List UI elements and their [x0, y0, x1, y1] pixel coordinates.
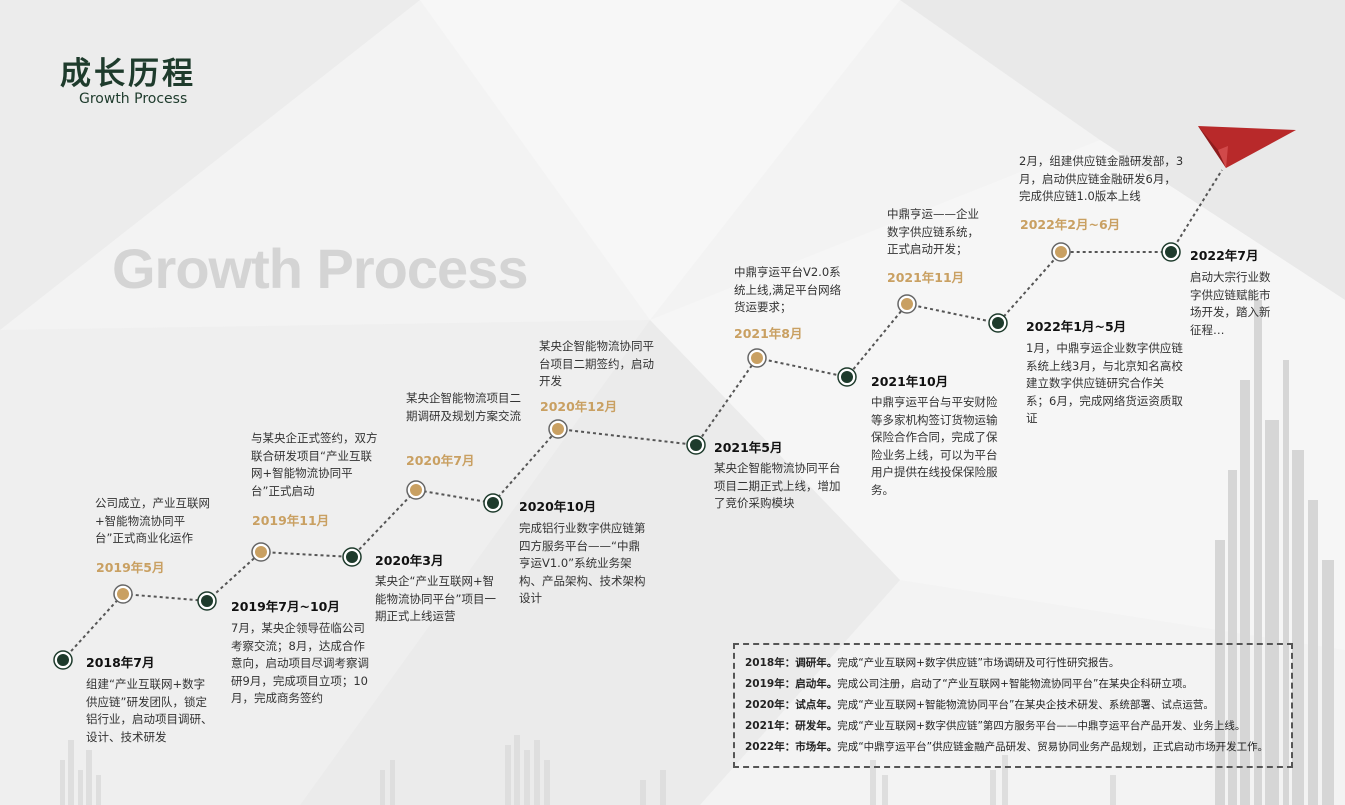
milestone-date: 2020年7月	[406, 453, 475, 468]
milestone-date: 2021年11月	[887, 270, 965, 285]
milestone-node	[837, 367, 857, 387]
summary-text: 完成“产业互联网+数字供应链”市场调研及可行性研究报告。	[837, 657, 1120, 669]
milestone-date: 2022年1月~5月	[1026, 319, 1127, 334]
page-title: 成长历程	[60, 56, 196, 92]
milestone-node	[548, 419, 568, 439]
summary-year: 2022年：	[745, 741, 796, 753]
milestone-text: 启动大宗行业数字供应链赋能市场开发，踏入新征程…	[1190, 270, 1271, 337]
milestone-text: 1月，中鼎亨运企业数字供应链系统上线3月，与北京知名高校建立数字供应链研究合作关…	[1026, 341, 1183, 425]
milestone-text: 中鼎亨运平台与平安财险等多家机构签订货物运输保险合作合同，完成了保险业务上线，可…	[871, 395, 998, 497]
summary-stage: 试点年。	[795, 699, 838, 711]
summary-stage: 市场年。	[795, 741, 838, 753]
summary-text: 完成“产业互联网+数字供应链”第四方服务平台——中鼎亨运平台产品开发、业务上线。	[837, 720, 1246, 732]
milestone-date: 2019年11月	[252, 513, 330, 528]
page-subtitle: Growth Process	[79, 91, 188, 107]
summary-year: 2019年：	[745, 678, 796, 690]
summary-text: 完成“中鼎亨运平台”供应链金融产品研发、贸易协同业务产品规划，正式启动市场开发工…	[837, 741, 1269, 753]
milestone-text: 中鼎亨运平台V2.0系统上线,满足平台网络货运要求；	[734, 265, 842, 314]
milestone-text: 中鼎亨运——企业数字供应链系统，正式启动开发；	[887, 207, 979, 256]
milestone-text: 某央企智能物流协同平台项目二期正式上线，增加了竞价采购模块	[714, 461, 841, 510]
milestone-text: 7月，某央企领导莅临公司考察交流；8月，达成合作意向，启动项目尽调考察调研9月，…	[231, 621, 369, 705]
milestone-node	[988, 313, 1008, 333]
milestone-text: 2月，组建供应链金融研发部，3月，启动供应链金融研发6月，完成供应链1.0版本上…	[1019, 154, 1184, 203]
milestone-node	[113, 584, 133, 604]
milestone-date: 2021年10月	[871, 374, 949, 389]
summary-row: 2021年：研发年。完成“产业互联网+数字供应链”第四方服务平台——中鼎亨运平台…	[745, 716, 1281, 737]
watermark-text: Growth Process	[112, 237, 528, 300]
summary-row: 2022年：市场年。完成“中鼎亨运平台”供应链金融产品研发、贸易协同业务产品规划…	[745, 737, 1281, 758]
summary-year: 2020年：	[745, 699, 796, 711]
milestone-text: 与某央企正式签约，双方联合研发项目“产业互联网+智能物流协同平台”正式启动	[251, 431, 378, 498]
summary-text: 完成公司注册，启动了“产业互联网+智能物流协同平台”在某央企科研立项。	[837, 678, 1193, 690]
milestone-node	[342, 547, 362, 567]
summary-stage: 调研年。	[795, 657, 838, 669]
milestone-node	[1161, 242, 1181, 262]
milestone-text: 某央企“产业互联网+智能物流协同平台”项目一期正式上线运营	[375, 574, 496, 623]
summary-year: 2018年：	[745, 657, 796, 669]
milestone-date: 2019年7月~10月	[231, 599, 340, 614]
summary-row: 2020年：试点年。完成“产业互联网+智能物流协同平台”在某央企技术研发、系统部…	[745, 695, 1281, 716]
milestone-date: 2022年2月~6月	[1020, 217, 1121, 232]
milestone-date: 2020年3月	[375, 553, 444, 568]
arrow-trail	[1170, 169, 1223, 253]
milestone-text: 某央企智能物流项目二期调研及规划方案交流	[406, 391, 521, 423]
milestone-date: 2019年5月	[96, 560, 165, 575]
milestone-node	[53, 650, 73, 670]
milestone-node	[897, 294, 917, 314]
milestone-text: 公司成立，产业互联网+智能物流协同平台”正式商业化运作	[95, 496, 210, 545]
milestone-date: 2021年8月	[734, 326, 803, 341]
milestone-text: 完成铝行业数字供应链第四方服务平台——“中鼎亨运V1.0”系统业务架构、产品架构…	[519, 521, 646, 605]
milestone-node	[197, 591, 217, 611]
milestone-date: 2018年7月	[86, 655, 155, 670]
milestone-node	[483, 493, 503, 513]
milestone-date: 2020年12月	[540, 399, 618, 414]
summary-year: 2021年：	[745, 720, 796, 732]
milestone-date: 2021年5月	[714, 440, 783, 455]
milestone-date: 2020年10月	[519, 499, 597, 514]
milestone-text: 组建“产业互联网+数字供应链”研发团队，锁定铝行业，启动项目调研、设计、技术研发	[86, 677, 213, 744]
milestone-node	[406, 480, 426, 500]
summary-box: 2018年：调研年。完成“产业互联网+数字供应链”市场调研及可行性研究报告。 2…	[733, 643, 1293, 768]
summary-stage: 启动年。	[795, 678, 838, 690]
milestone-node	[686, 435, 706, 455]
milestone-node	[1051, 242, 1071, 262]
summary-stage: 研发年。	[795, 720, 838, 732]
milestone-text: 某央企智能物流协同平台项目二期签约，启动开发	[539, 339, 654, 388]
milestone-node	[251, 542, 271, 562]
summary-text: 完成“产业互联网+智能物流协同平台”在某央企技术研发、系统部署、试点运营。	[837, 699, 1214, 711]
milestone-node	[747, 348, 767, 368]
summary-row: 2018年：调研年。完成“产业互联网+数字供应链”市场调研及可行性研究报告。	[745, 653, 1281, 674]
paper-plane-icon	[1198, 126, 1296, 168]
summary-row: 2019年：启动年。完成公司注册，启动了“产业互联网+智能物流协同平台”在某央企…	[745, 674, 1281, 695]
milestone-date: 2022年7月	[1190, 248, 1259, 263]
